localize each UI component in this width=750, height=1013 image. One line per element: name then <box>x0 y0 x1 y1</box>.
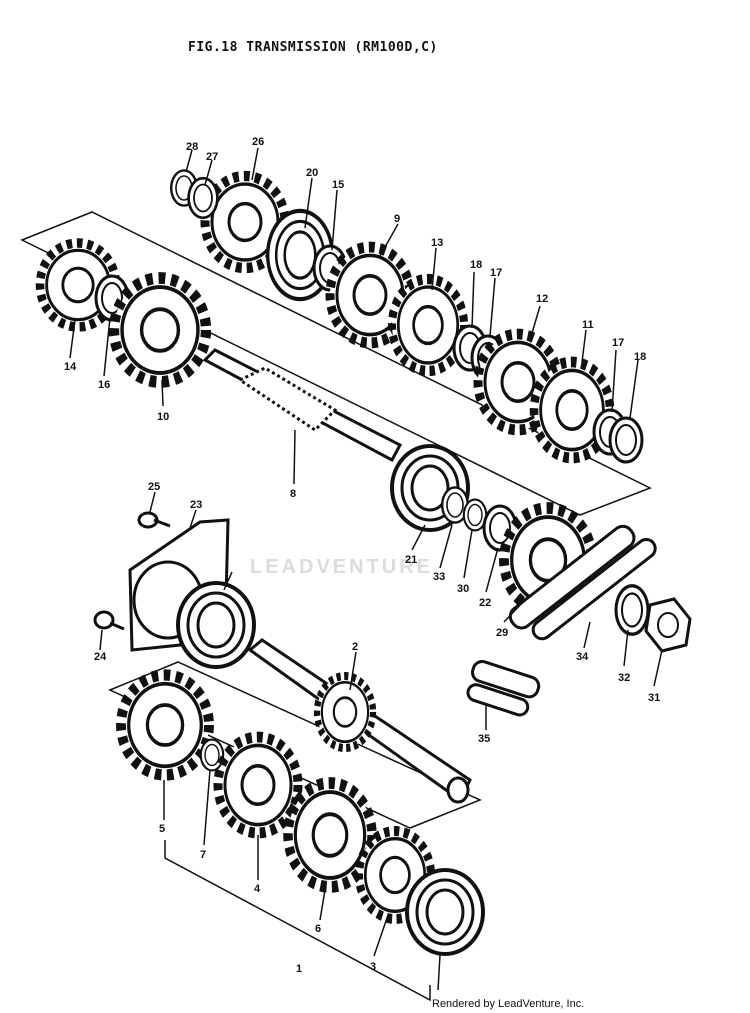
callout-11: 11 <box>582 319 594 331</box>
screw-24 <box>93 610 125 631</box>
bearing-19 <box>176 581 256 669</box>
callout-2: 2 <box>352 641 358 653</box>
callout-18: 18 <box>470 259 482 271</box>
watermark: LEADVENTURE <box>250 556 434 578</box>
callout-27: 27 <box>206 151 218 163</box>
upper-assembly-outline <box>20 211 652 516</box>
callout-34: 34 <box>576 651 589 663</box>
callout-18-b: 18 <box>634 351 646 363</box>
render-credit: Rendered by LeadVenture, Inc. <box>432 998 585 1010</box>
callout-33: 33 <box>433 571 445 583</box>
callout-25: 25 <box>148 481 160 493</box>
callout-1: 1 <box>296 963 302 975</box>
callout-20: 20 <box>306 167 318 179</box>
callout-28: 28 <box>186 141 198 153</box>
main-shaft-2 <box>247 638 472 804</box>
screw-25 <box>137 511 171 529</box>
callout-26: 26 <box>252 136 264 148</box>
callout-10: 10 <box>157 411 169 423</box>
bearing-lower <box>405 868 485 956</box>
callout-29: 29 <box>496 627 508 639</box>
callout-5: 5 <box>159 823 165 835</box>
circlip-7 <box>199 738 225 772</box>
washer-16b <box>608 416 644 464</box>
callout-15: 15 <box>332 179 344 191</box>
callout-24: 24 <box>94 651 107 663</box>
callout-32: 32 <box>618 672 630 684</box>
callout-9: 9 <box>394 213 400 225</box>
callout-35: 35 <box>478 733 490 745</box>
figure-title: FIG.18 TRANSMISSION (RM100D,C) <box>188 40 438 55</box>
gear-5 <box>121 675 209 775</box>
gear-13 <box>392 279 464 371</box>
lockwasher-32 <box>614 584 650 636</box>
leader-lines <box>69 147 663 991</box>
callout-17: 17 <box>490 267 502 279</box>
callout-23: 23 <box>190 499 202 511</box>
callout-12: 12 <box>536 293 548 305</box>
callout-22: 22 <box>479 597 491 609</box>
callout-3: 3 <box>370 961 376 973</box>
callout-13: 13 <box>431 237 443 249</box>
callout-31: 31 <box>648 692 660 704</box>
callout-17-b: 17 <box>612 337 624 349</box>
callout-30: 30 <box>457 583 469 595</box>
washer-27 <box>187 176 219 220</box>
chain-link-35 <box>466 660 541 717</box>
callout-6: 6 <box>315 923 321 935</box>
callout-14: 14 <box>64 361 77 373</box>
countershaft-8 <box>202 348 403 463</box>
callout-7: 7 <box>200 849 206 861</box>
callout-21: 21 <box>405 554 417 566</box>
nut-31 <box>644 597 692 653</box>
gear-10 <box>114 278 206 382</box>
part-1-bracket <box>164 840 431 1002</box>
callout-16: 16 <box>98 379 110 391</box>
callout-4: 4 <box>254 883 261 895</box>
callout-8: 8 <box>290 488 296 500</box>
callout-labels: 1234567891011121314151617171818202122232… <box>64 136 660 975</box>
chain-34 <box>508 524 657 641</box>
